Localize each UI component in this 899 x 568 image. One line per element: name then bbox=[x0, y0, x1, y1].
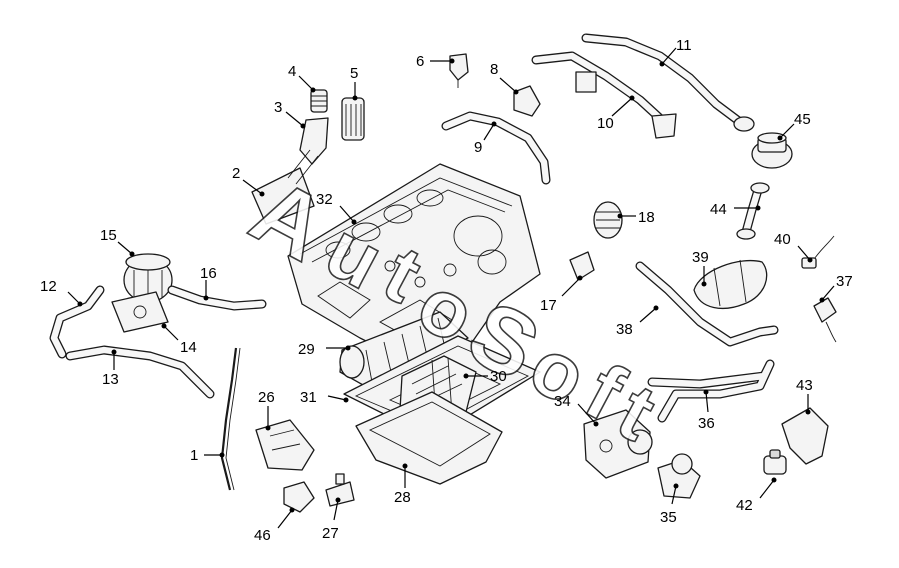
callout-26: 26 bbox=[258, 389, 275, 406]
callout-14: 14 bbox=[180, 339, 197, 356]
callout-16: 16 bbox=[200, 265, 217, 282]
thermostat-housing-34 bbox=[583, 409, 653, 479]
engine-block bbox=[287, 163, 541, 361]
callout-45: 45 bbox=[794, 111, 811, 128]
callout-30: 30 bbox=[490, 368, 507, 385]
callout-38: 38 bbox=[616, 321, 633, 338]
dipstick-1 bbox=[220, 347, 241, 491]
hose-16 bbox=[167, 285, 267, 311]
leader-lines bbox=[67, 47, 835, 529]
callout-32: 32 bbox=[316, 191, 333, 208]
crankshaft-assembly bbox=[339, 311, 469, 391]
callout-13: 13 bbox=[102, 371, 119, 388]
sensor-40 bbox=[801, 235, 835, 269]
mount-42 bbox=[763, 449, 787, 475]
callout-29: 29 bbox=[298, 341, 315, 358]
sensor-6 bbox=[449, 53, 469, 88]
callout-2: 2 bbox=[232, 165, 240, 182]
pipe-9 bbox=[441, 111, 551, 185]
callout-15: 15 bbox=[100, 227, 117, 244]
pump-35 bbox=[657, 453, 701, 499]
callout-4: 4 bbox=[288, 63, 296, 80]
filter-18 bbox=[593, 201, 623, 239]
callout-12: 12 bbox=[40, 278, 57, 295]
hose-12 bbox=[49, 285, 105, 359]
bracket-43 bbox=[781, 407, 829, 465]
pump-17 bbox=[569, 251, 595, 281]
hose-13 bbox=[65, 345, 215, 399]
callout-36: 36 bbox=[698, 415, 715, 432]
gasket-14 bbox=[111, 291, 169, 333]
callout-18: 18 bbox=[638, 209, 655, 226]
callout-11: 11 bbox=[676, 37, 692, 54]
callout-34: 34 bbox=[554, 393, 571, 410]
callout-17: 17 bbox=[540, 297, 557, 314]
callout-44: 44 bbox=[710, 201, 727, 218]
callout-40: 40 bbox=[774, 231, 791, 248]
callout-1: 1 bbox=[190, 447, 198, 464]
callout-28: 28 bbox=[394, 489, 411, 506]
egr-valve-45 bbox=[751, 132, 793, 169]
callout-37: 37 bbox=[836, 273, 853, 290]
callout-46: 46 bbox=[254, 527, 271, 544]
cover-39 bbox=[693, 259, 768, 310]
callout-35: 35 bbox=[660, 509, 677, 526]
bracket-26 bbox=[255, 419, 315, 471]
pipe-10 bbox=[531, 51, 677, 139]
callout-43: 43 bbox=[796, 377, 813, 394]
callout-labels: 1 2 3 4 5 6 8 9 10 11 12 13 14 15 16 17 … bbox=[40, 37, 853, 544]
pipe-36 bbox=[647, 359, 775, 423]
pipe-44 bbox=[736, 182, 770, 240]
valve-8 bbox=[513, 85, 541, 117]
callout-6: 6 bbox=[416, 53, 424, 70]
callout-9: 9 bbox=[474, 139, 482, 156]
bracket-38 bbox=[635, 261, 779, 347]
callout-42: 42 bbox=[736, 497, 753, 514]
sensor-46 bbox=[283, 481, 315, 513]
callout-31: 31 bbox=[300, 389, 317, 406]
pipe-11 bbox=[581, 33, 755, 132]
oil-pan bbox=[355, 391, 503, 485]
sender-27 bbox=[325, 473, 355, 507]
sensor-37 bbox=[813, 297, 837, 343]
callout-39: 39 bbox=[692, 249, 709, 266]
callout-5: 5 bbox=[350, 65, 358, 82]
callout-10: 10 bbox=[597, 115, 614, 132]
callout-27: 27 bbox=[322, 525, 339, 542]
callout-3: 3 bbox=[274, 99, 282, 116]
callout-8: 8 bbox=[490, 61, 498, 78]
